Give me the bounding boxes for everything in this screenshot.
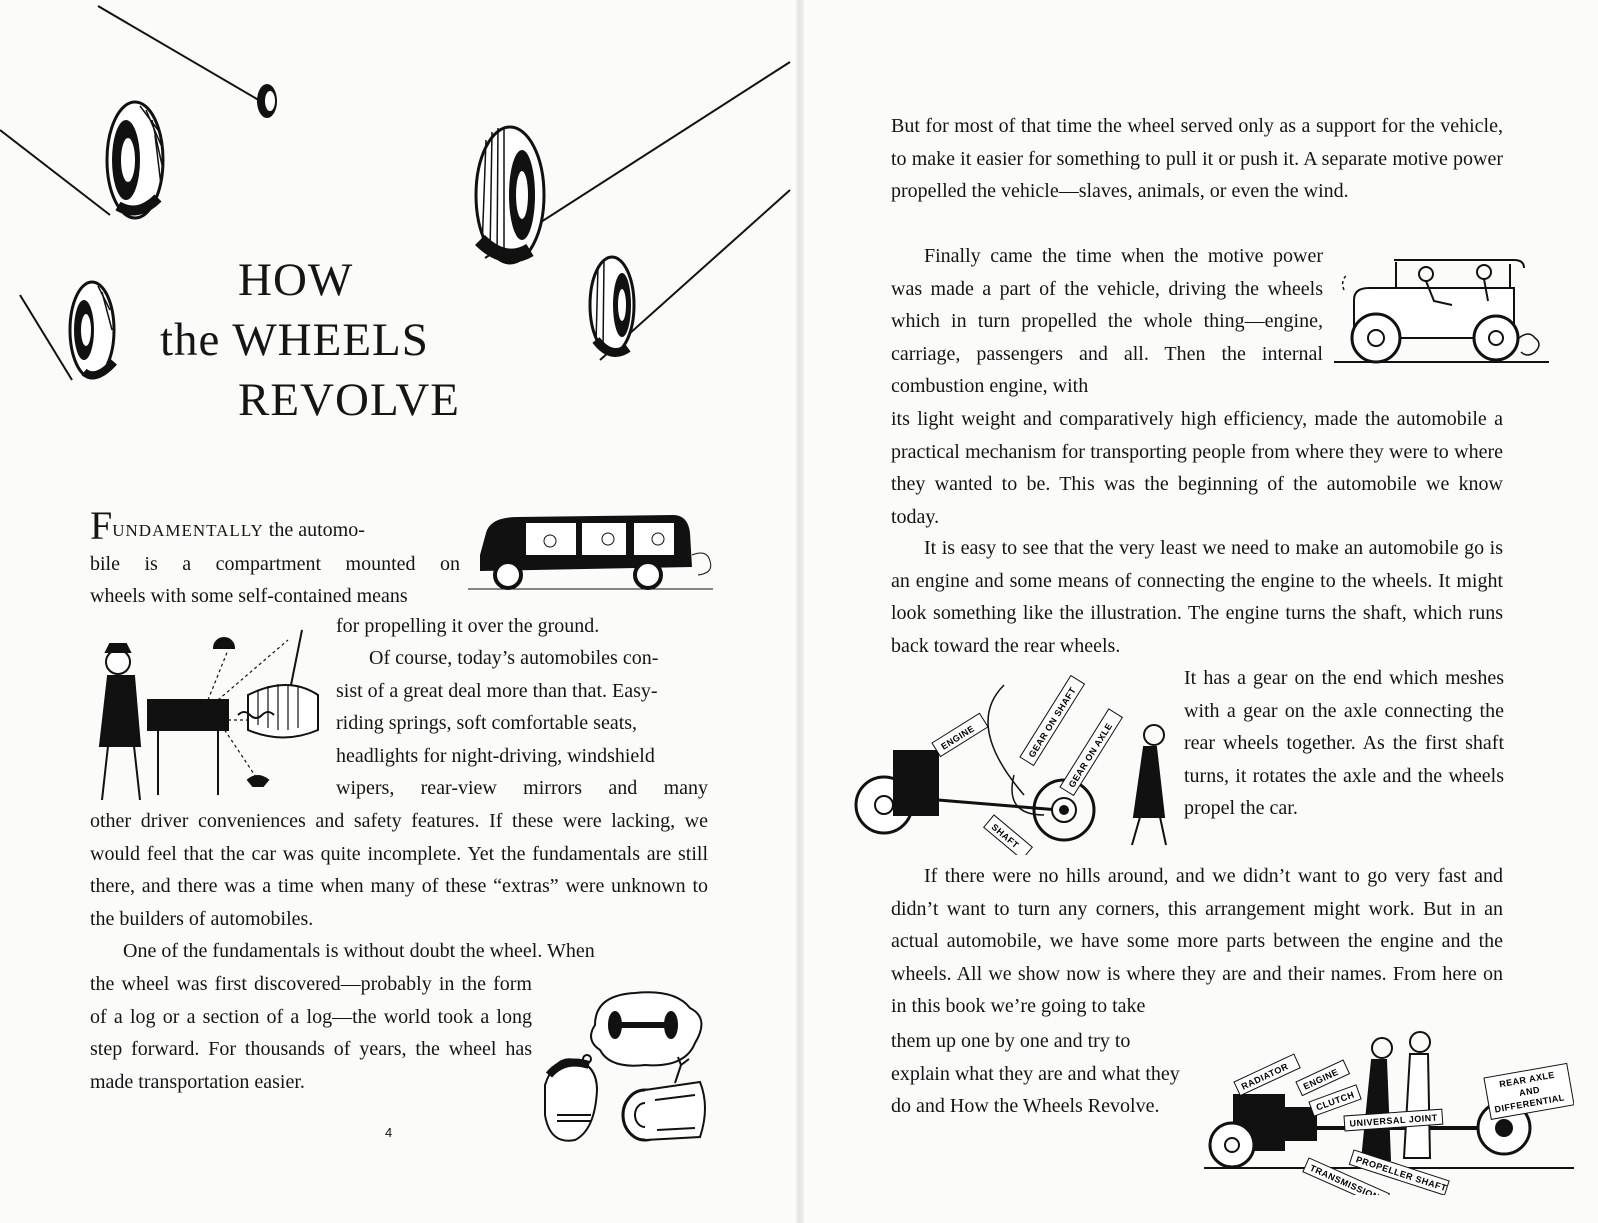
right-paragraph-2-continued: its light weight and comparatively high … [891,408,1503,528]
two-men-figure [1360,1031,1432,1161]
businessman-figure [1131,724,1167,846]
right-paragraph-4: If there were no hills around, and we di… [891,865,1503,1018]
paragraph-1-line-4: for propelling it over the ground. [336,615,600,637]
paragraph-3-first-line: One of the fundamentals is without doubt… [123,940,595,962]
paragraph-2-line-3: riding springs, soft comfortable seats, [336,712,638,735]
label-clutch: CLUTCH [1308,1084,1362,1117]
label-shaft: SHAFT [983,814,1034,855]
caveman-wheel-illustration [535,985,715,1145]
paragraph-2-line-2: sist of a great deal more than that. Eas… [336,679,658,702]
paragraph-1-line-3: wheels with some self-contained means [90,585,408,608]
right-page: But for most of that time the wheel serv… [804,0,1598,1223]
label-gear-on-axle: GEAR ON AXLE [1059,708,1124,797]
label-gear-on-shaft: GEAR ON SHAFT [1019,674,1086,767]
left-page: HOW the WHEELS REVOLVE FUNDAMENTALLY the… [0,0,796,1223]
right-paragraph-1: But for most of that time the wheel serv… [891,115,1503,203]
paragraph-1-line-1: the automo- [263,519,365,541]
right-paragraph-4-narrow: them up one by one and try to explain wh… [891,1030,1180,1118]
book-gutter [796,0,804,1223]
engine-shaft-diagram: ENGINE GEAR ON SHAFT GEAR ON AXLE SHAFT [854,665,1179,855]
page-number: 4 [385,1125,393,1140]
svg-text:GEAR ON SHAFT: GEAR ON SHAFT [1027,685,1078,759]
page-title: HOW the WHEELS REVOLVE [160,250,500,430]
label-radiator: RADIATOR [1233,1053,1301,1097]
paragraph-2-line-1: Of course, today’s automobiles con- [369,647,659,669]
label-universal-joint: UNIVERSAL JOINT [1343,1108,1444,1132]
drivetrain-parts-diagram: RADIATOR ENGINE CLUTCH UNIVERSAL JOINT R… [1204,1020,1574,1195]
label-engine: ENGINE [931,712,989,758]
title-line-3: REVOLVE [238,374,460,426]
paragraph-2-intro: Of course, today’s automobiles con- sist… [336,642,708,805]
title-line-2: the WHEELS [160,314,429,366]
mechanic-parts-illustration [88,620,328,810]
svg-text:AND: AND [1518,1085,1540,1098]
early-motor-car-illustration [1334,250,1549,375]
svg-text:GEAR ON AXLE: GEAR ON AXLE [1067,721,1115,789]
paragraph-2-continued: other driver conveniences and safety fea… [90,810,708,930]
tire-3-icon [68,280,117,380]
right-paragraph-3-narrow: It has a gear on the end which meshes wi… [1184,667,1504,820]
tire-2-icon [474,125,546,265]
right-paragraph-3: It is easy to see that the very least we… [891,537,1503,657]
paragraph-2-line-4: headlights for night-driving, windshield [336,744,655,767]
paragraph-2-line-5: wipers, rear-view mirrors and many [336,777,708,800]
tire-1-icon [105,100,165,220]
smallcaps-word: UNDAMENTALLY [112,521,264,540]
paragraph-3-narrow: the wheel was first discovered—probably … [90,973,532,1093]
drop-cap: F [90,503,113,548]
rolling-tires-illustration [0,5,791,381]
tire-4-icon [588,255,636,357]
label-rear-axle-differential: REAR AXLE AND DIFFERENTIAL [1483,1062,1574,1120]
paragraph-1-intro: FUNDAMENTALLY the automo- bile is a comp… [90,506,460,613]
small-tire-icon [257,84,277,118]
paragraph-3-line-1: One of the fundamentals is without doubt… [90,935,708,968]
title-line-1: HOW [238,254,354,306]
paragraph-1-line-2: bile is a compartment mounted on [90,552,460,575]
right-paragraph-2-narrow: Finally came the time when the motive po… [891,245,1323,398]
station-wagon-illustration [468,505,713,600]
